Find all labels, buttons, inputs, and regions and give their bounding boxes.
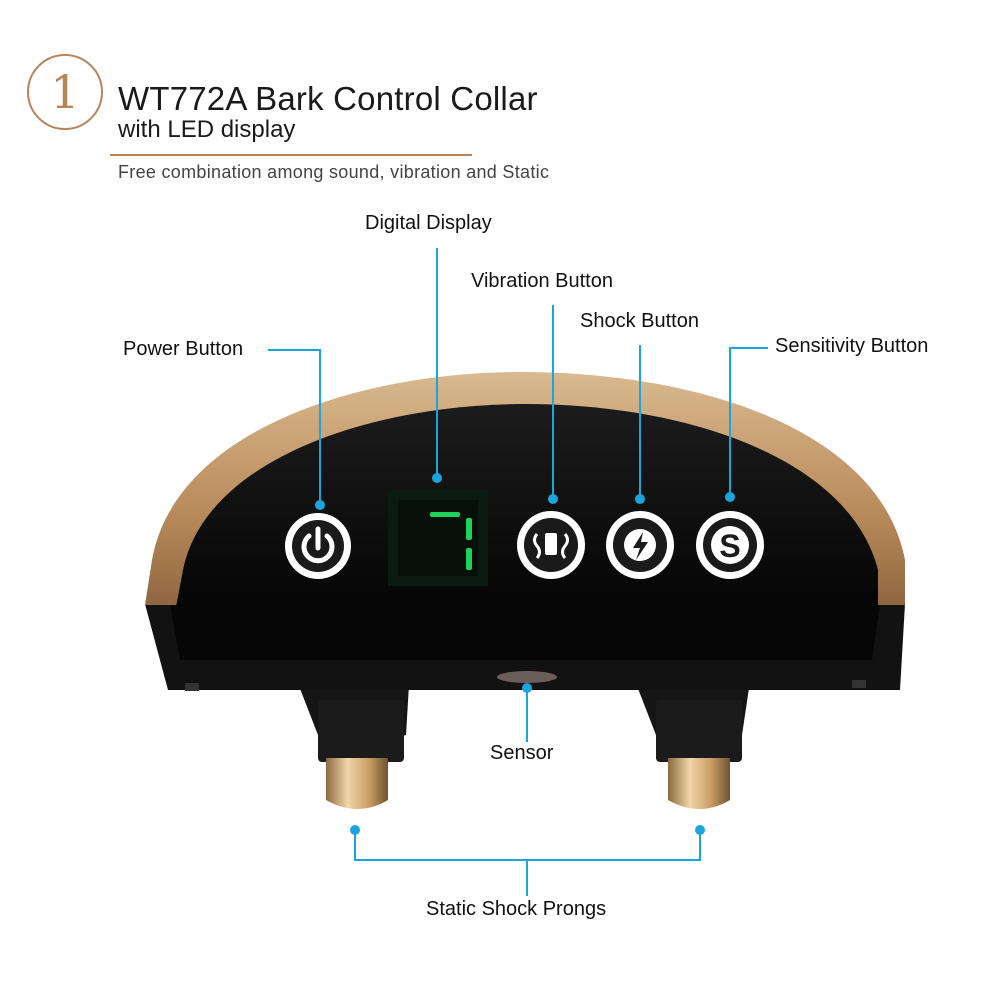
callout-power-button: Power Button: [123, 338, 244, 360]
callout-vibration-button: Vibration Button: [471, 270, 613, 292]
tagline: Free combination among sound, vibration …: [118, 162, 550, 182]
led-segment: [430, 512, 460, 517]
callout-shock-button: Shock Button: [580, 310, 699, 332]
step-badge: 1: [27, 54, 103, 130]
callout-dots: [315, 473, 735, 835]
step-number: 1: [50, 65, 80, 119]
power-button[interactable]: [285, 513, 351, 579]
s-letter-icon: S: [711, 526, 749, 564]
page-subtitle: with LED display: [118, 116, 296, 143]
led-segment: [466, 518, 472, 540]
vibration-icon: [533, 533, 569, 559]
callout-sensitivity-button: Sensitivity Button: [775, 335, 929, 357]
callout-static-shock-prongs: Static Shock Prongs: [426, 898, 607, 920]
callout-digital-display: Digital Display: [365, 212, 492, 234]
svg-text:S: S: [719, 528, 740, 564]
shock-button[interactable]: [606, 511, 674, 579]
right-prong: [668, 758, 730, 809]
sensor: [497, 671, 557, 683]
led-segment: [466, 548, 472, 570]
lightning-bolt-icon: [624, 529, 656, 561]
callout-sensor: Sensor: [490, 742, 554, 764]
callout-lines: [268, 248, 768, 896]
page-title: WT772A Bark Control Collar: [118, 80, 538, 117]
led-display: [388, 490, 488, 586]
vibration-button[interactable]: [517, 511, 585, 579]
divider: [110, 154, 472, 156]
left-prong: [326, 758, 388, 809]
sensitivity-button[interactable]: S: [696, 511, 764, 579]
power-icon: [301, 526, 335, 564]
